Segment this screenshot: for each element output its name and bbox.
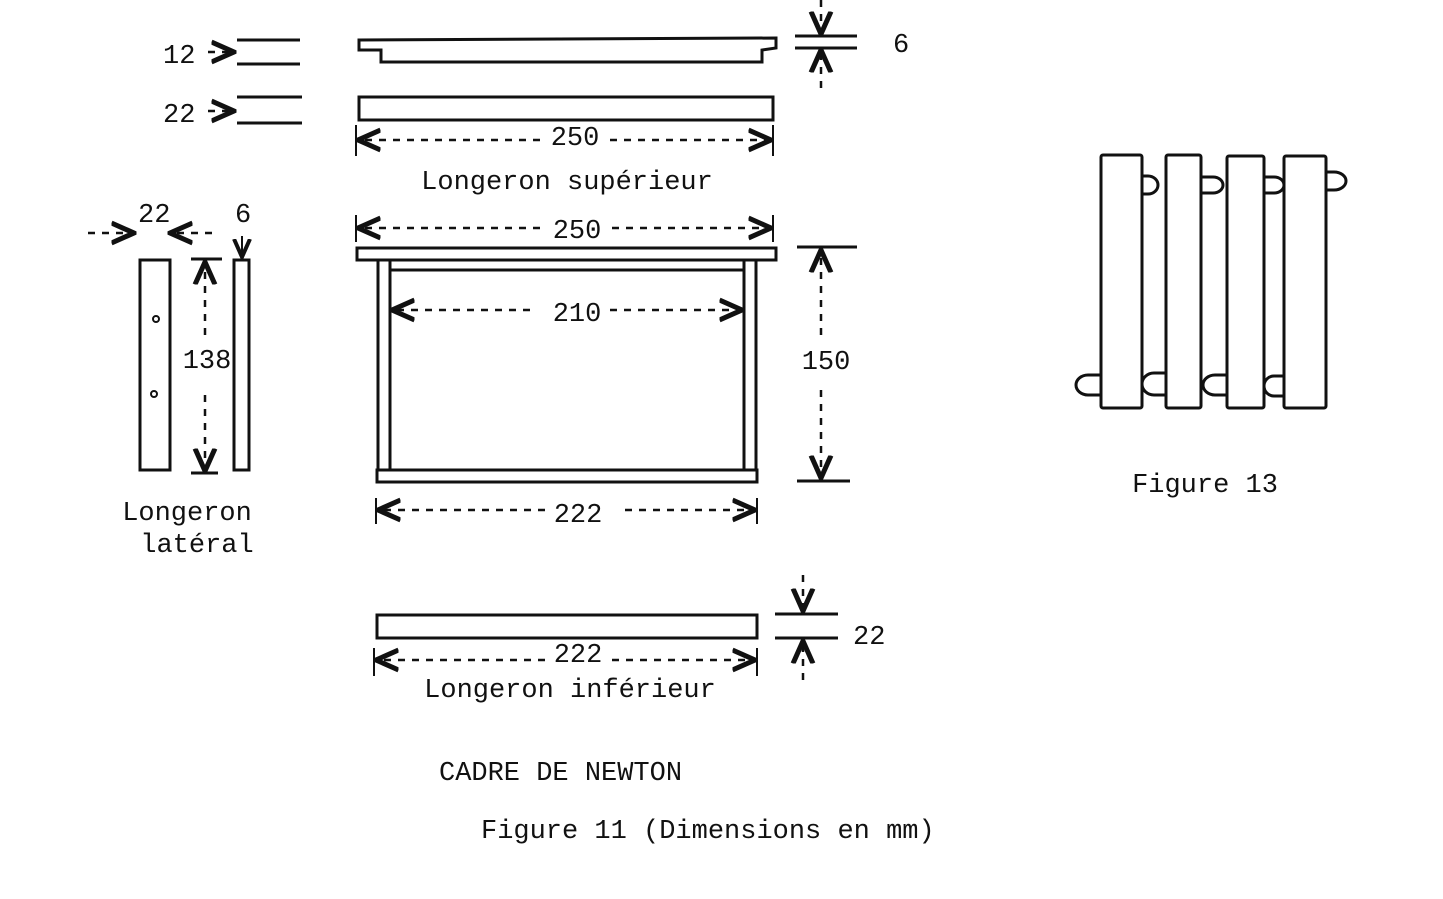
figure-13-caption: Figure 13: [1132, 471, 1278, 501]
loop: [1201, 373, 1229, 397]
bottom-bar-length: 222: [554, 641, 603, 671]
top-bar-edge-dim-12: 12: [163, 42, 195, 72]
side-bar-label-1: Longeron: [122, 499, 252, 529]
loop: [1140, 174, 1160, 196]
frame-bottom-bar: [375, 468, 759, 484]
bottom-bar-label: Longeron inférieur: [424, 676, 716, 706]
top-bar-length: 250: [551, 124, 600, 154]
frame-slat: [1164, 153, 1203, 410]
top-bar-label: Longeron supérieur: [421, 168, 713, 198]
side-bar-edge: [232, 258, 251, 472]
nail-hole: [150, 390, 158, 398]
nail-hole: [152, 315, 160, 323]
frame-slat: [1282, 154, 1328, 410]
frame-top-bar: [355, 246, 778, 262]
loop: [1140, 371, 1168, 397]
bottom-bar-thickness: 22: [853, 623, 885, 653]
top-bar-edge-dim-22: 22: [163, 101, 195, 131]
top-bar-plan: [357, 95, 775, 122]
side-bar-width: 22: [138, 201, 170, 231]
top-bar-thickness: 6: [893, 31, 909, 61]
frame-inner-width: 210: [553, 300, 602, 330]
frame-height: 150: [802, 348, 851, 378]
top-bar-group: 12 22 6 250 Longeron supérieur: [163, 0, 909, 198]
figure-11-title: CADRE DE NEWTON: [439, 759, 682, 789]
figure-13-drawing: [1074, 153, 1348, 410]
loop: [1324, 170, 1348, 192]
frame-bottom-width: 222: [554, 501, 603, 531]
frame-slat: [1099, 153, 1144, 410]
side-bar-height: 138: [183, 347, 232, 377]
frame-group: 250 210 150 222: [355, 215, 857, 531]
loop: [1074, 373, 1103, 397]
side-bar-thickness: 6: [235, 201, 251, 231]
frame-outer-width: 250: [553, 217, 602, 247]
top-bar-profile: [357, 36, 778, 64]
side-bar-face: [138, 258, 172, 472]
frame-slat: [1225, 154, 1266, 410]
frame-left-upright: [376, 258, 392, 472]
loop: [1199, 175, 1225, 195]
frame-right-upright: [742, 258, 758, 472]
figure-11-caption: Figure 11 (Dimensions en mm): [481, 817, 935, 847]
side-bar-group: 22 6 138 Longeron latéral: [88, 201, 254, 561]
bottom-bar: [375, 613, 759, 640]
bottom-bar-group: 22 222 Longeron inférieur: [373, 575, 885, 706]
side-bar-label-2: latéral: [140, 531, 253, 561]
